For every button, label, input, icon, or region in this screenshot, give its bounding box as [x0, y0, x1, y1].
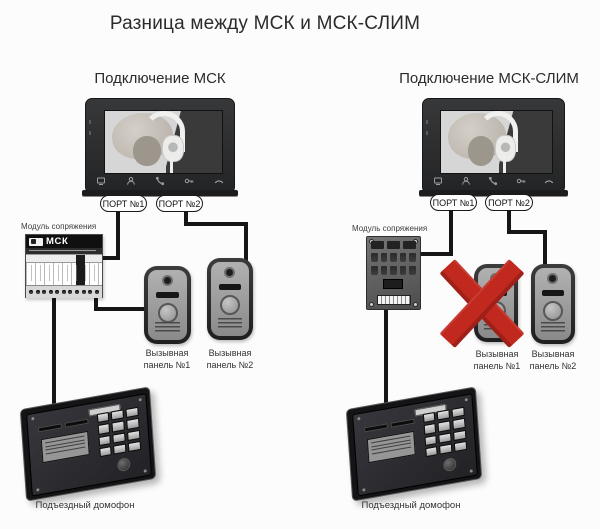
module-dark-terminal	[76, 255, 86, 285]
left-section-header: Подключение МСК	[94, 70, 226, 87]
speaker-grill	[217, 318, 243, 329]
left-port-1: ПОРТ №1	[100, 195, 147, 212]
right-panel2-label: Вызывная панель №2	[529, 349, 577, 371]
doorbell-icon	[461, 177, 470, 185]
talk-icon	[155, 176, 165, 186]
left-port-2: ПОРТ №2	[156, 195, 203, 212]
module-screw-terminals	[26, 285, 102, 298]
unlock-icon	[185, 178, 194, 184]
call-button	[157, 303, 178, 323]
right-section-header: Подключение МСК-СЛИМ	[399, 70, 579, 87]
right-call-panel-2	[531, 264, 575, 344]
intercom-button	[116, 457, 131, 473]
pcb-connector	[376, 294, 412, 306]
speaker-grill	[155, 322, 180, 333]
pcb-components	[371, 265, 416, 276]
speaker-slot	[218, 284, 242, 290]
left-intercom-label: Подъездный домофон	[35, 500, 135, 511]
call-button	[543, 301, 563, 321]
diagram-title: Разница между МСК и МСК-СЛИМ	[109, 13, 421, 34]
module-caption	[26, 248, 102, 254]
display-slot	[390, 418, 415, 428]
left-panel2-label: Вызывная панель №2	[206, 348, 254, 370]
wire-left-port1-down	[116, 211, 120, 260]
display-slot	[363, 422, 388, 433]
info-sticker	[366, 431, 416, 464]
left-call-panel-2	[207, 258, 253, 340]
right-port-2: ПОРТ №2	[485, 194, 533, 211]
speaker-slot	[155, 292, 180, 298]
keypad	[422, 406, 467, 458]
right-monitor	[419, 98, 568, 196]
wire-left-module-down	[94, 298, 98, 311]
module-name: МСК	[46, 236, 69, 247]
wire-left-module-to-panel1	[94, 307, 146, 311]
display-icon	[433, 177, 442, 185]
wire-right-port2-to-panel2	[543, 230, 547, 268]
left-monitor-screen	[103, 110, 223, 175]
brand-logo-icon	[29, 237, 43, 246]
photo-headphone-band	[143, 111, 186, 153]
speaker-slot	[542, 290, 564, 296]
module-header: МСК	[26, 235, 102, 248]
camera-icon	[549, 275, 556, 282]
wire-left-module-to-intercom	[52, 298, 56, 406]
display-slot	[37, 422, 62, 433]
left-module-label: Модуль сопряжения	[21, 222, 97, 231]
right-panel1-label: Вызывная панель №1	[473, 349, 521, 371]
wire-right-port1-to-module	[417, 252, 453, 256]
right-entrance-intercom	[345, 386, 483, 502]
display-slot	[64, 418, 89, 428]
photo-headphone-band	[477, 111, 518, 153]
info-sticker	[40, 431, 90, 464]
display-icon	[97, 177, 106, 185]
module-terminal-table	[26, 254, 102, 285]
monitor-touch-buttons	[433, 175, 554, 187]
pcb-components	[371, 252, 416, 263]
wire-right-port2-across	[507, 230, 547, 234]
wire-right-port1-down	[449, 210, 453, 256]
left-entrance-intercom	[19, 386, 157, 502]
photo-headphone-cord	[170, 155, 174, 174]
wire-left-port2-across	[184, 222, 248, 226]
intercom-button	[442, 457, 457, 473]
right-port-1: ПОРТ №1	[430, 194, 477, 211]
wire-left-port2-to-panel2	[244, 222, 248, 262]
wire-right-module-to-intercom	[384, 306, 388, 406]
keypad	[96, 406, 141, 458]
photo-headphone-cord	[503, 155, 507, 174]
doorbell-icon	[126, 177, 135, 185]
wire-left-port1-to-module	[101, 256, 120, 260]
left-call-panel-1	[144, 266, 191, 344]
unlock-icon	[517, 178, 526, 184]
camera-icon	[226, 269, 233, 276]
monitor-base	[82, 190, 238, 196]
pcb-components	[371, 241, 416, 249]
talk-icon	[489, 176, 498, 186]
bezel-buttons	[426, 119, 428, 141]
camera-icon	[163, 277, 171, 284]
right-intercom-label: Подъездный домофон	[361, 500, 461, 511]
monitor-base	[419, 190, 568, 196]
hangup-icon	[545, 180, 554, 184]
right-interface-module-pcb	[366, 236, 421, 310]
bezel-buttons	[89, 119, 91, 141]
left-panel1-label: Вызывная панель №1	[143, 348, 191, 370]
speaker-grill	[541, 322, 565, 333]
pcb-chip	[382, 278, 403, 290]
left-monitor	[82, 98, 238, 196]
right-monitor-screen	[439, 110, 554, 175]
call-button	[220, 295, 240, 315]
monitor-touch-buttons	[96, 175, 223, 187]
right-module-label: Модуль сопряжения	[352, 224, 428, 233]
hangup-icon	[214, 180, 223, 184]
wire-left-port2-down	[184, 211, 188, 226]
left-interface-module: МСК	[25, 234, 103, 298]
wire-right-port2-down	[507, 210, 511, 234]
